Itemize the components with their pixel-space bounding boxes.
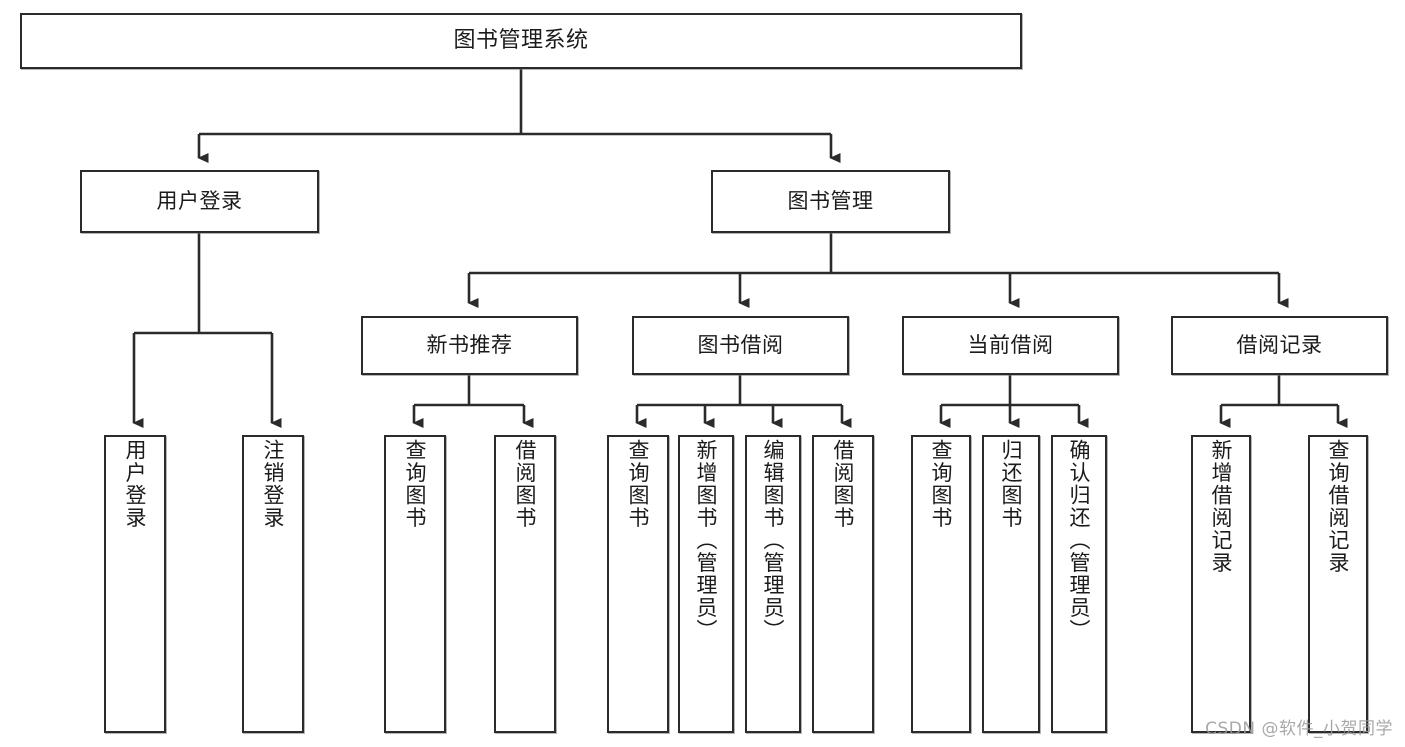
leaf-current-borrow-return-books[interactable]: 归还图书 (982, 435, 1040, 733)
node-borrow-record[interactable]: 借阅记录 (1171, 316, 1388, 375)
leaf-book-borrow-edit-book-admin[interactable]: 编辑图书（管理员） (745, 435, 801, 733)
node-label: 借阅图书 (513, 439, 538, 529)
node-label: 查询图书 (403, 439, 428, 529)
leaf-borrow-record-add-record[interactable]: 新增借阅记录 (1191, 435, 1251, 733)
node-current-borrow[interactable]: 当前借阅 (902, 316, 1119, 375)
node-label: 图书管理系统 (453, 28, 589, 54)
leaf-current-borrow-confirm-return-admin[interactable]: 确认归还（管理员） (1051, 435, 1107, 733)
leaf-user-login-logout[interactable]: 注销登录 (242, 435, 304, 733)
node-root-book-management-system[interactable]: 图书管理系统 (20, 13, 1022, 69)
csdn-watermark: CSDN @软件_小贺同学 (1205, 719, 1393, 739)
node-label: 用户登录 (123, 439, 148, 529)
node-new-book-recommendation[interactable]: 新书推荐 (361, 316, 578, 375)
node-book-management[interactable]: 图书管理 (711, 170, 950, 233)
leaf-book-borrow-add-book-admin[interactable]: 新增图书（管理员） (678, 435, 734, 733)
leaf-borrow-record-query-record[interactable]: 查询借阅记录 (1308, 435, 1368, 733)
node-label: 新增图书（管理员） (694, 439, 719, 642)
node-label: 图书管理 (787, 189, 874, 214)
node-label: 查询图书 (626, 439, 651, 529)
node-book-borrow[interactable]: 图书借阅 (632, 316, 849, 375)
node-label: 新书推荐 (426, 333, 513, 358)
node-label: 确认归还（管理员） (1067, 439, 1092, 642)
node-label: 注销登录 (261, 439, 286, 529)
node-label: 借阅图书 (831, 439, 856, 529)
leaf-book-borrow-query-books[interactable]: 查询图书 (607, 435, 669, 733)
node-label: 查询借阅记录 (1326, 439, 1351, 574)
node-label: 查询图书 (929, 439, 954, 529)
node-label: 编辑图书（管理员） (761, 439, 786, 642)
leaf-new-book-query-books[interactable]: 查询图书 (384, 435, 446, 733)
leaf-book-borrow-borrow-books[interactable]: 借阅图书 (812, 435, 874, 733)
node-label: 归还图书 (999, 439, 1024, 529)
node-label: 当前借阅 (967, 333, 1054, 358)
node-label: 借阅记录 (1236, 333, 1323, 358)
node-label: 用户登录 (156, 189, 243, 214)
node-user-login[interactable]: 用户登录 (80, 170, 319, 233)
leaf-current-borrow-query-books[interactable]: 查询图书 (911, 435, 971, 733)
node-label: 新增借阅记录 (1209, 439, 1234, 574)
leaf-new-book-borrow-books[interactable]: 借阅图书 (494, 435, 556, 733)
leaf-user-login-login[interactable]: 用户登录 (104, 435, 166, 733)
node-label: 图书借阅 (697, 333, 784, 358)
